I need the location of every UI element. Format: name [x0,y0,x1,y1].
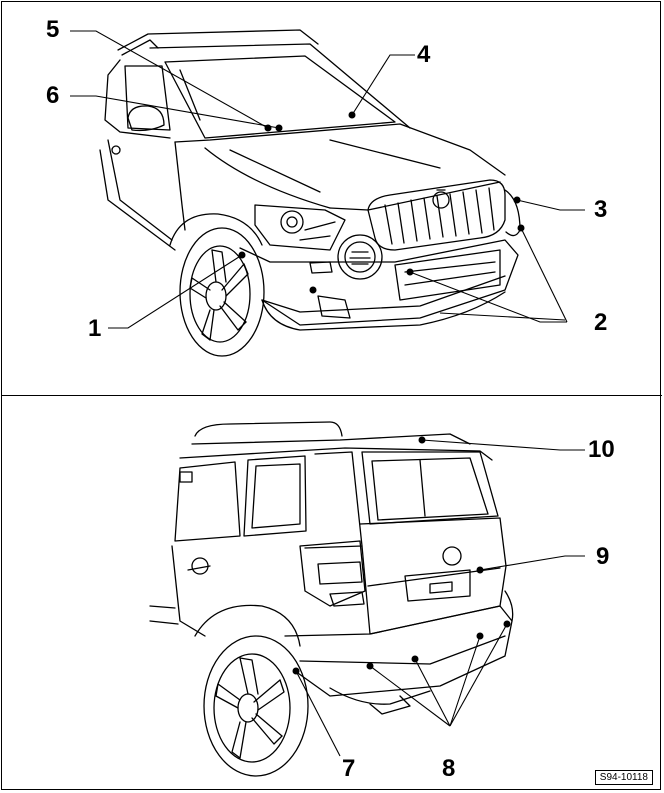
callout-8: 8 [442,755,456,782]
rear-car-illustration [149,421,585,777]
callout-6: 6 [46,82,60,109]
callout-7: 7 [342,755,356,782]
front-view-panel: 5 6 4 3 2 1 [0,0,664,395]
front-car-illustration [70,29,585,357]
callout-5: 5 [46,16,60,43]
callout-4: 4 [417,41,431,68]
callout-9: 9 [596,543,610,570]
sensor-points [238,111,525,294]
callout-1: 1 [88,315,102,342]
leader-lines-rear [295,439,585,757]
callout-10: 10 [588,436,615,463]
rear-view-panel: 10 9 7 8 [0,396,664,793]
sensor-points-rear [292,436,511,675]
panel-divider [1,395,662,396]
leader-lines [70,30,585,329]
callout-3: 3 [594,196,608,223]
callout-2: 2 [594,309,608,336]
reference-code: S94-10118 [594,770,653,785]
